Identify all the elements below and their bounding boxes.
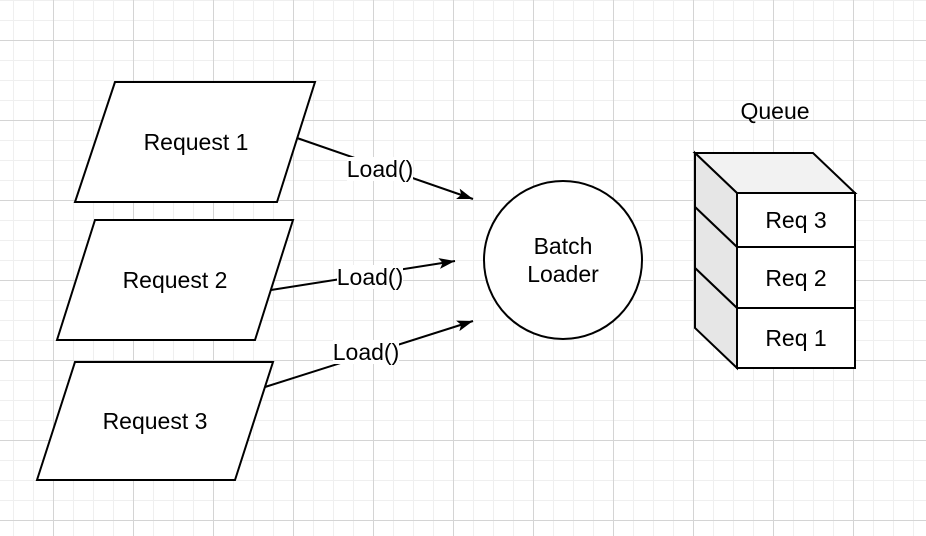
batch-loader-circle (483, 180, 643, 340)
edge-load-2-label-bg (337, 265, 403, 289)
edge-load-1-label: Load() (347, 156, 413, 182)
queue-box-req1[interactable]: Req 1 (694, 265, 856, 371)
node-request-1[interactable]: Request 1 (73, 81, 317, 203)
request-2-parallelogram (55, 219, 295, 341)
queue-title: Queue (740, 98, 809, 124)
node-queue[interactable]: Queue Req 3 Req 2 Req 1 (692, 98, 858, 371)
edge-load-2[interactable]: Load() (270, 258, 456, 291)
batch-loader-label-line2: Loader (527, 261, 599, 287)
queue-box-req2[interactable]: Req 2 (694, 204, 856, 311)
queue-box-req3[interactable]: Req 3 (692, 150, 858, 250)
queue-box-req3-label: Req 3 (765, 207, 826, 233)
edge-load-1-label-bg (347, 157, 413, 181)
batch-loader-label-line1: Batch (534, 233, 593, 259)
request-2-label: Request 2 (123, 267, 228, 293)
queue-box-req2-label: Req 2 (765, 265, 826, 291)
queue-box-req2-front-face (736, 246, 856, 309)
edge-load-1[interactable]: Load() (296, 137, 474, 200)
request-3-label: Request 3 (103, 408, 208, 434)
edge-load-3-label-bg (333, 340, 399, 364)
queue-box-req1-front-face (736, 307, 856, 369)
node-batch-loader[interactable]: Batch Loader (483, 180, 643, 340)
request-1-parallelogram (73, 81, 317, 203)
request-3-parallelogram (35, 361, 275, 481)
node-request-3[interactable]: Request 3 (35, 361, 275, 481)
edge-load-2-label: Load() (337, 264, 403, 290)
request-1-label: Request 1 (144, 129, 249, 155)
edge-load-3-label: Load() (333, 339, 399, 365)
edge-load-3[interactable]: Load() (264, 320, 474, 388)
node-request-2[interactable]: Request 2 (55, 219, 295, 341)
queue-box-req1-label: Req 1 (765, 325, 826, 351)
